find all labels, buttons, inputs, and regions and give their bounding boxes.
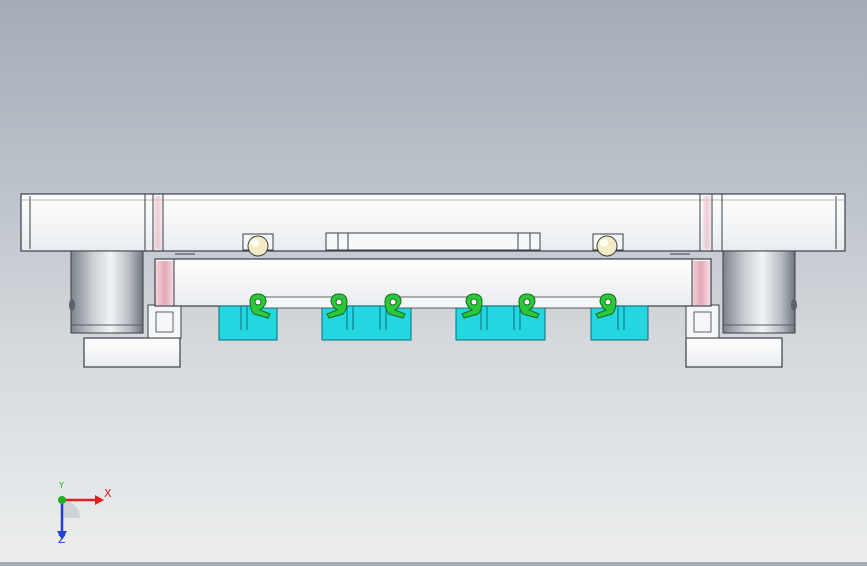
- dowel-pin-right: [596, 235, 618, 257]
- triad-icon: [57, 495, 104, 540]
- guide-cylinder-right[interactable]: [722, 250, 797, 334]
- clamp-bar-2: [396, 296, 470, 309]
- x-axis-label: X: [104, 487, 112, 500]
- green-clamp-5[interactable]: [518, 293, 540, 319]
- green-clamp-2[interactable]: [326, 293, 348, 319]
- coordinate-triad[interactable]: X Y Z: [40, 478, 120, 548]
- y-axis-label: Y: [59, 481, 64, 490]
- cyan-block-1[interactable]: [218, 305, 278, 341]
- green-clamp-1[interactable]: [249, 293, 271, 319]
- z-axis-label: Z: [58, 533, 66, 546]
- y-axis-dot: [58, 496, 66, 504]
- bracket-right[interactable]: [685, 304, 720, 339]
- top-plate[interactable]: [20, 193, 846, 252]
- green-clamp-6[interactable]: [595, 293, 617, 319]
- green-clamp-4[interactable]: [461, 293, 483, 319]
- green-clamp-3[interactable]: [384, 293, 406, 319]
- base-foot-right[interactable]: [685, 337, 783, 368]
- clamp-bar-3: [531, 296, 605, 309]
- cyan-block-4[interactable]: [590, 305, 649, 341]
- guide-cylinder-left[interactable]: [69, 250, 144, 334]
- clamp-bar-1: [261, 296, 335, 309]
- dowel-pin-left: [247, 235, 269, 257]
- bracket-left[interactable]: [147, 304, 182, 339]
- base-foot-left[interactable]: [83, 337, 181, 368]
